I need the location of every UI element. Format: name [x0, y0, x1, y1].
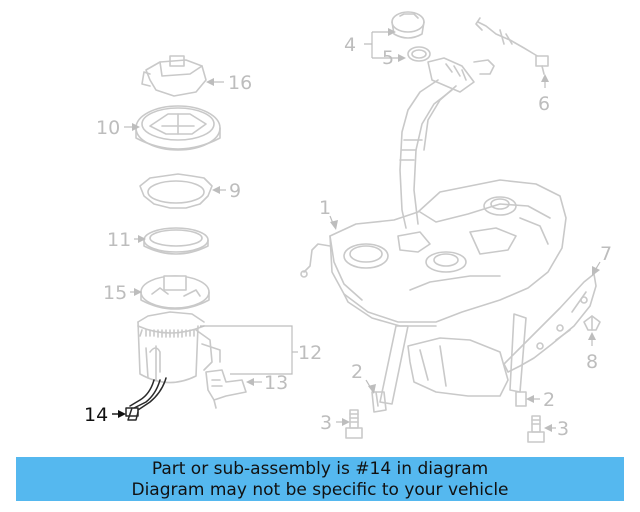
part-9-ring	[139, 173, 213, 209]
part-15-flange	[140, 275, 210, 310]
callout-15: 15	[103, 282, 127, 304]
callout-5: 5	[382, 47, 394, 69]
part-16-connector	[141, 55, 207, 97]
part-3-bolt-right	[527, 415, 545, 443]
part-12-pump-module	[137, 311, 221, 384]
callout-1: 1	[319, 197, 331, 219]
part-6-vent-line	[475, 17, 549, 75]
callout-7: 7	[600, 243, 612, 265]
callout-9: 9	[229, 180, 241, 202]
part-1-fuel-tank	[300, 179, 567, 327]
callout-10: 10	[96, 117, 120, 139]
callout-13: 13	[264, 372, 288, 394]
callout-3-right: 3	[557, 418, 569, 440]
part-13-bracket	[205, 369, 247, 409]
part-8-clip	[583, 315, 601, 331]
callout-14: 14	[84, 404, 108, 426]
parts-diagram: 16 10 9 11 15	[84, 11, 612, 443]
callout-2-right: 2	[543, 389, 555, 411]
callout-11: 11	[107, 229, 131, 251]
banner-line-2: Diagram may not be specific to your vehi…	[131, 480, 509, 500]
callout-4: 4	[344, 34, 356, 56]
part-3-bolt-left	[345, 409, 363, 439]
callout-3-left: 3	[320, 412, 332, 434]
part-5-seal-ring	[407, 46, 431, 62]
callout-2-left: 2	[351, 361, 363, 383]
part-14-hose-highlighted	[125, 377, 167, 421]
callout-16: 16	[228, 72, 252, 94]
part-10-cover	[135, 105, 221, 151]
filler-neck	[399, 57, 495, 229]
callout-12: 12	[298, 342, 322, 364]
callout-8: 8	[586, 351, 598, 373]
info-banner: Part or sub-assembly is #14 in diagram D…	[16, 457, 624, 501]
part-7-heat-shield	[503, 273, 597, 373]
part-4-cap	[391, 11, 425, 39]
part-2-bracket-right	[515, 391, 527, 407]
part-11-seal	[143, 227, 209, 255]
tank-straps	[379, 313, 527, 405]
part-2-bracket-left	[371, 391, 387, 413]
callout-6: 6	[538, 93, 550, 115]
banner-line-1: Part or sub-assembly is #14 in diagram	[151, 459, 489, 479]
